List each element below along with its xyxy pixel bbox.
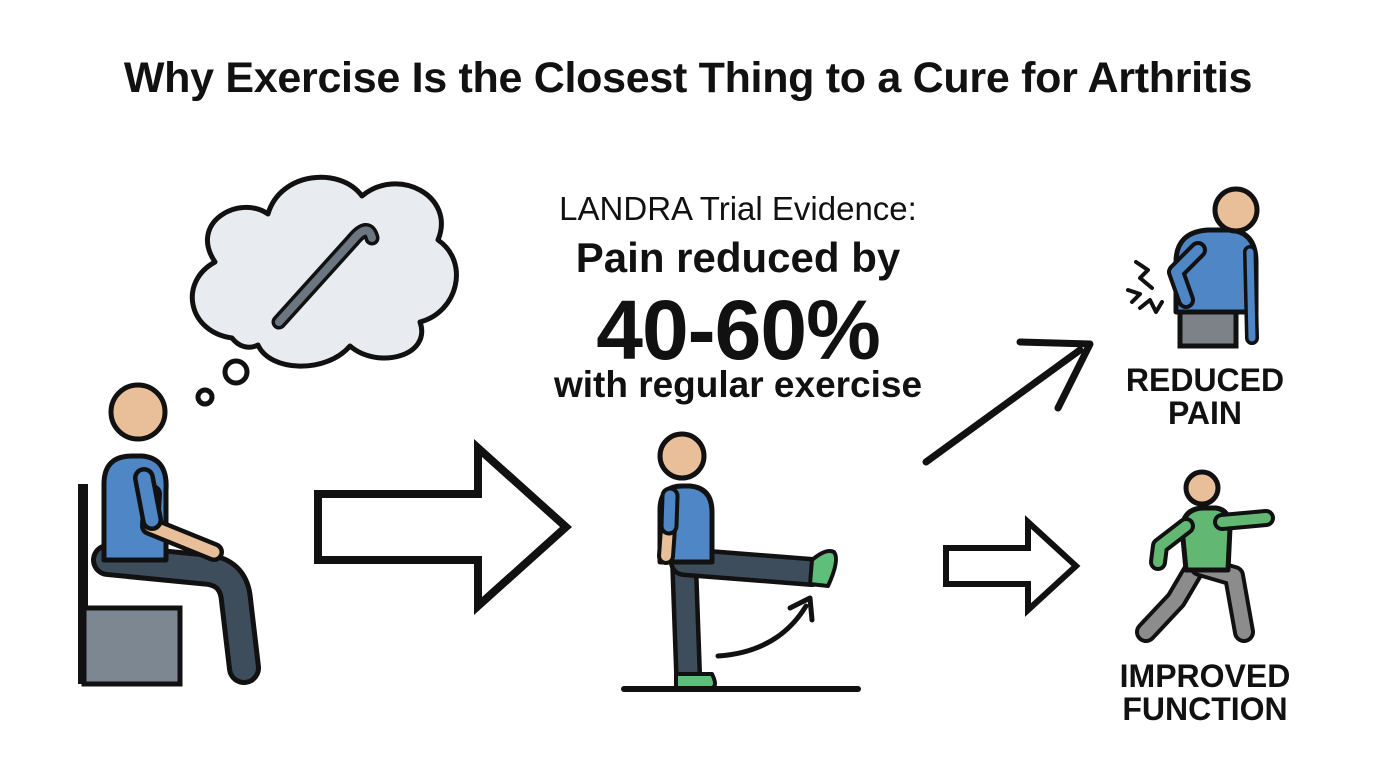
evidence-line-2: with regular exercise [553, 364, 923, 405]
thought-bubble-icon [189, 174, 459, 407]
walking-person-icon [1135, 469, 1275, 643]
outcome-improved-function-line-2: FUNCTION [1122, 691, 1288, 727]
evidence-statistic: 40-60% [596, 283, 881, 377]
seated-person-icon [78, 382, 261, 687]
person-holding-back-pain-icon [1167, 186, 1260, 349]
cane-icon [271, 223, 380, 330]
curved-motion-arrow-icon [715, 595, 815, 659]
page-title: Why Exercise Is the Closest Thing to a C… [123, 54, 1253, 102]
diagonal-up-arrow-icon [922, 338, 1094, 466]
outcome-improved-function: IMPROVED FUNCTION [1080, 660, 1330, 726]
arrow-right-icon [943, 515, 1081, 617]
evidence-line-1: Pain reduced by [575, 234, 901, 281]
pain-burst-icon [1126, 260, 1164, 314]
evidence-heading: LANDRA Trial Evidence: [559, 190, 917, 227]
outcome-reduced-pain: REDUCED PAIN [1080, 364, 1330, 430]
outcome-improved-function-line-1: IMPROVED [1119, 658, 1291, 694]
outcome-reduced-pain-line-1: REDUCED [1125, 362, 1285, 398]
leg-raise-exerciser-icon [621, 431, 861, 692]
outcome-reduced-pain-line-2: PAIN [1167, 395, 1243, 431]
arrow-right-icon [314, 439, 572, 615]
